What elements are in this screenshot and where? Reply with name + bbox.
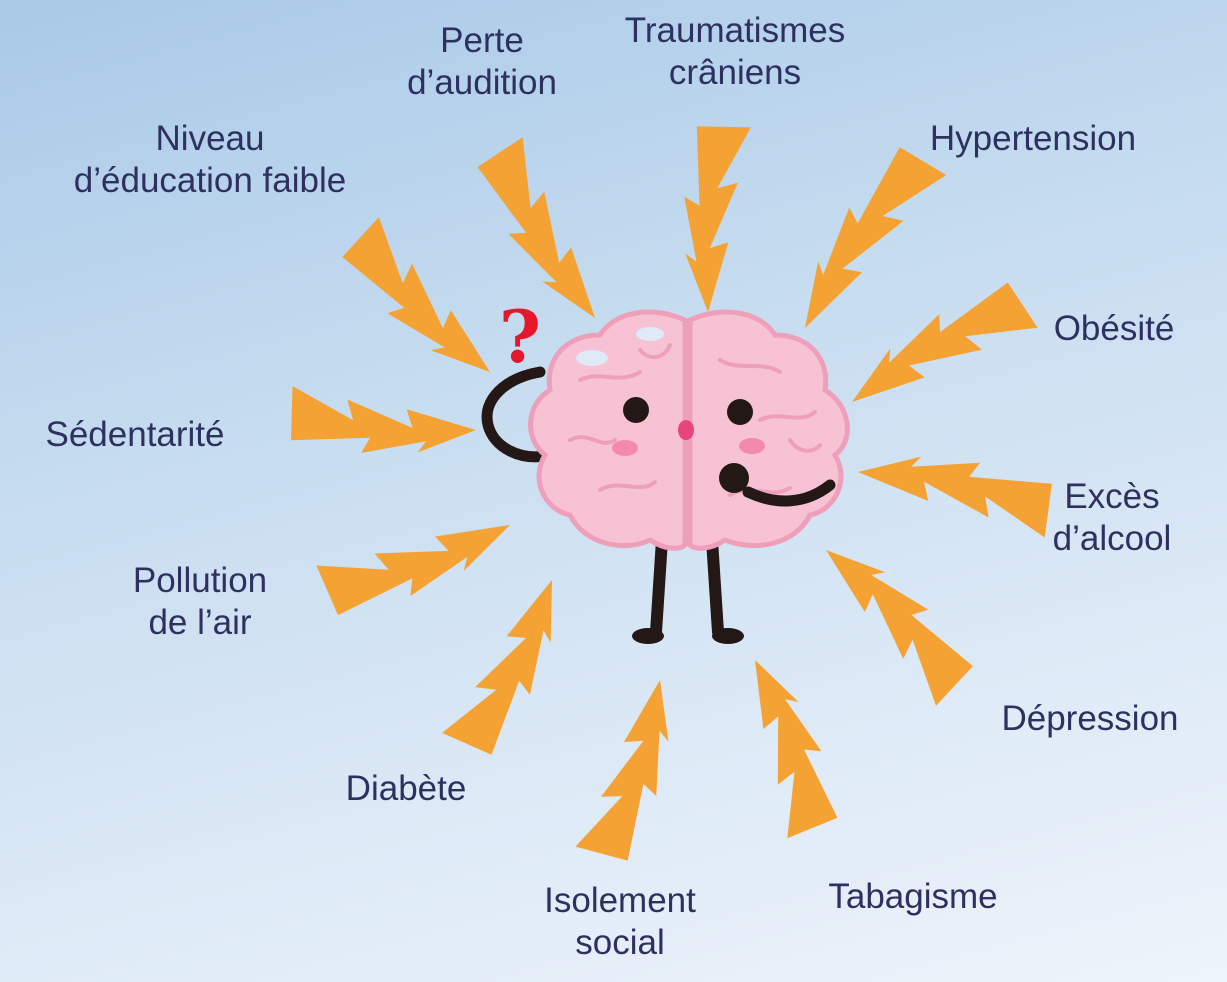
risk-factor-label-line: Perte bbox=[407, 20, 557, 62]
right-foot bbox=[712, 628, 744, 644]
risk-factor-label-line: Excès bbox=[1053, 476, 1172, 518]
lightning-bolt-icon bbox=[826, 550, 973, 706]
risk-factor-obesite: Obésité bbox=[1054, 308, 1175, 350]
lightning-bolt-icon bbox=[805, 147, 946, 328]
lightning-bolt-icon bbox=[684, 126, 751, 312]
right-eye bbox=[727, 399, 753, 425]
lightning-bolt-icon bbox=[755, 660, 837, 838]
left-foot bbox=[632, 628, 664, 644]
lightning-bolt-icon bbox=[852, 283, 1038, 403]
risk-factor-sedentarite: Sédentarité bbox=[45, 414, 224, 456]
risk-factor-hypertension: Hypertension bbox=[930, 118, 1136, 160]
lightning-bolt-icon bbox=[858, 457, 1052, 538]
risk-factor-label-line: Traumatismes bbox=[625, 10, 845, 52]
risk-factor-label-line: Diabète bbox=[346, 768, 467, 810]
risk-factor-label-line: Obésité bbox=[1054, 308, 1175, 350]
left-eye bbox=[623, 397, 649, 423]
risk-factor-label-line: Niveau bbox=[74, 118, 346, 160]
risk-factor-diabete: Diabète bbox=[346, 768, 467, 810]
lightning-bolt-icon bbox=[291, 386, 476, 453]
question-mark-icon: ? bbox=[499, 294, 541, 379]
risk-factor-label-line: d’alcool bbox=[1053, 518, 1172, 560]
brain-left-hemisphere bbox=[531, 312, 685, 548]
lightning-bolt-icon bbox=[442, 580, 552, 755]
lightning-bolt-icon bbox=[575, 680, 668, 861]
lightning-bolt-icon bbox=[316, 525, 510, 615]
risk-factor-depression: Dépression bbox=[1001, 698, 1178, 740]
nose bbox=[678, 420, 694, 440]
risk-factor-label-line: Dépression bbox=[1001, 698, 1178, 740]
risk-factor-tabagisme: Tabagisme bbox=[828, 876, 997, 918]
right-cheek bbox=[739, 438, 765, 454]
risk-factor-label-line: d’audition bbox=[407, 62, 557, 104]
lightning-bolt-icon bbox=[342, 217, 490, 372]
risk-factor-label-line: d’éducation faible bbox=[74, 160, 346, 202]
left-cheek bbox=[612, 440, 638, 456]
lightning-bolt-icon bbox=[478, 137, 596, 318]
risk-factor-label-line: Tabagisme bbox=[828, 876, 997, 918]
risk-factor-label-line: Hypertension bbox=[930, 118, 1136, 160]
brain-highlight bbox=[576, 350, 608, 366]
risk-factor-label-line: crâniens bbox=[625, 52, 845, 94]
left-leg bbox=[656, 540, 662, 632]
brain-right-hemisphere bbox=[690, 312, 847, 548]
right-leg bbox=[712, 540, 718, 632]
risk-factor-label-line: Pollution bbox=[133, 560, 267, 602]
risk-factor-label-line: social bbox=[544, 922, 696, 964]
brain-character: ? bbox=[487, 294, 847, 644]
risk-factor-label-line: Sédentarité bbox=[45, 414, 224, 456]
right-hand bbox=[719, 463, 749, 493]
brain-highlight bbox=[636, 327, 664, 341]
risk-factor-label-line: Isolement bbox=[544, 880, 696, 922]
risk-factor-label-line: de l’air bbox=[133, 602, 267, 644]
